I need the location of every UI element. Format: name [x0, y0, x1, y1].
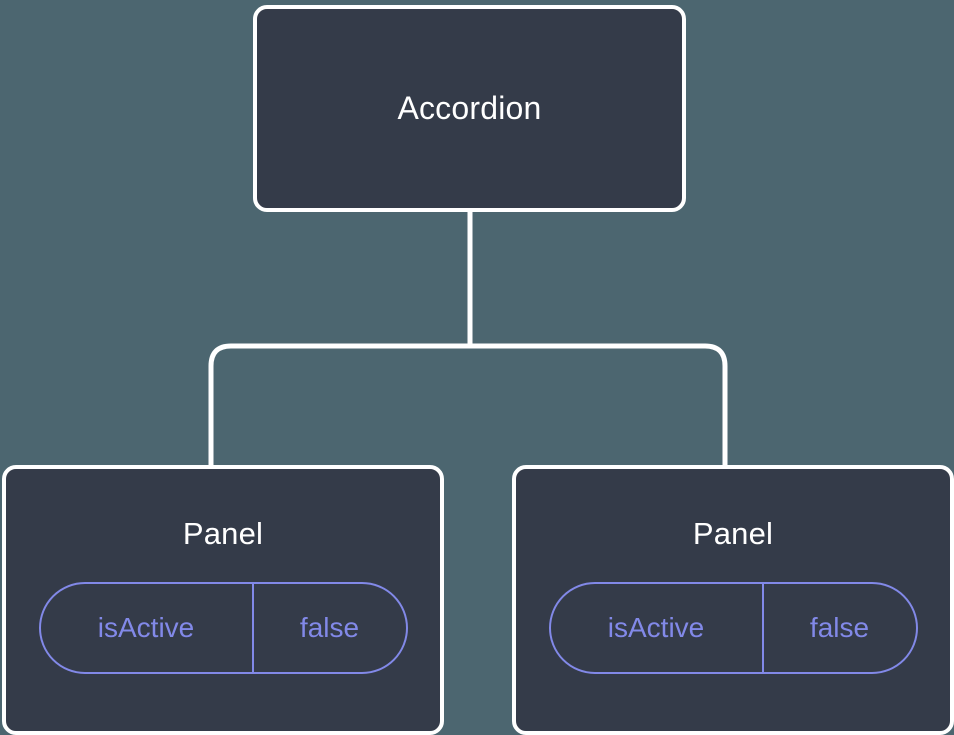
prop-pill-isactive[interactable]: isActive false [38, 582, 408, 675]
prop-value: false [809, 612, 870, 644]
node-accordion[interactable]: Accordion [253, 5, 686, 212]
edge-root-to-panel-1 [208, 343, 470, 468]
node-title: Panel [692, 516, 774, 551]
node-panel-2[interactable]: Panel isActive false [512, 465, 954, 735]
prop-value: false [299, 612, 360, 644]
prop-pill-isactive[interactable]: isActive false [548, 582, 918, 675]
edge-root-to-panel-2 [470, 343, 728, 468]
node-title: Accordion [397, 89, 542, 126]
prop-key: isActive [551, 584, 764, 673]
prop-key: isActive [41, 584, 254, 673]
node-title: Panel [182, 516, 264, 551]
node-panel-1[interactable]: Panel isActive false [2, 465, 444, 735]
